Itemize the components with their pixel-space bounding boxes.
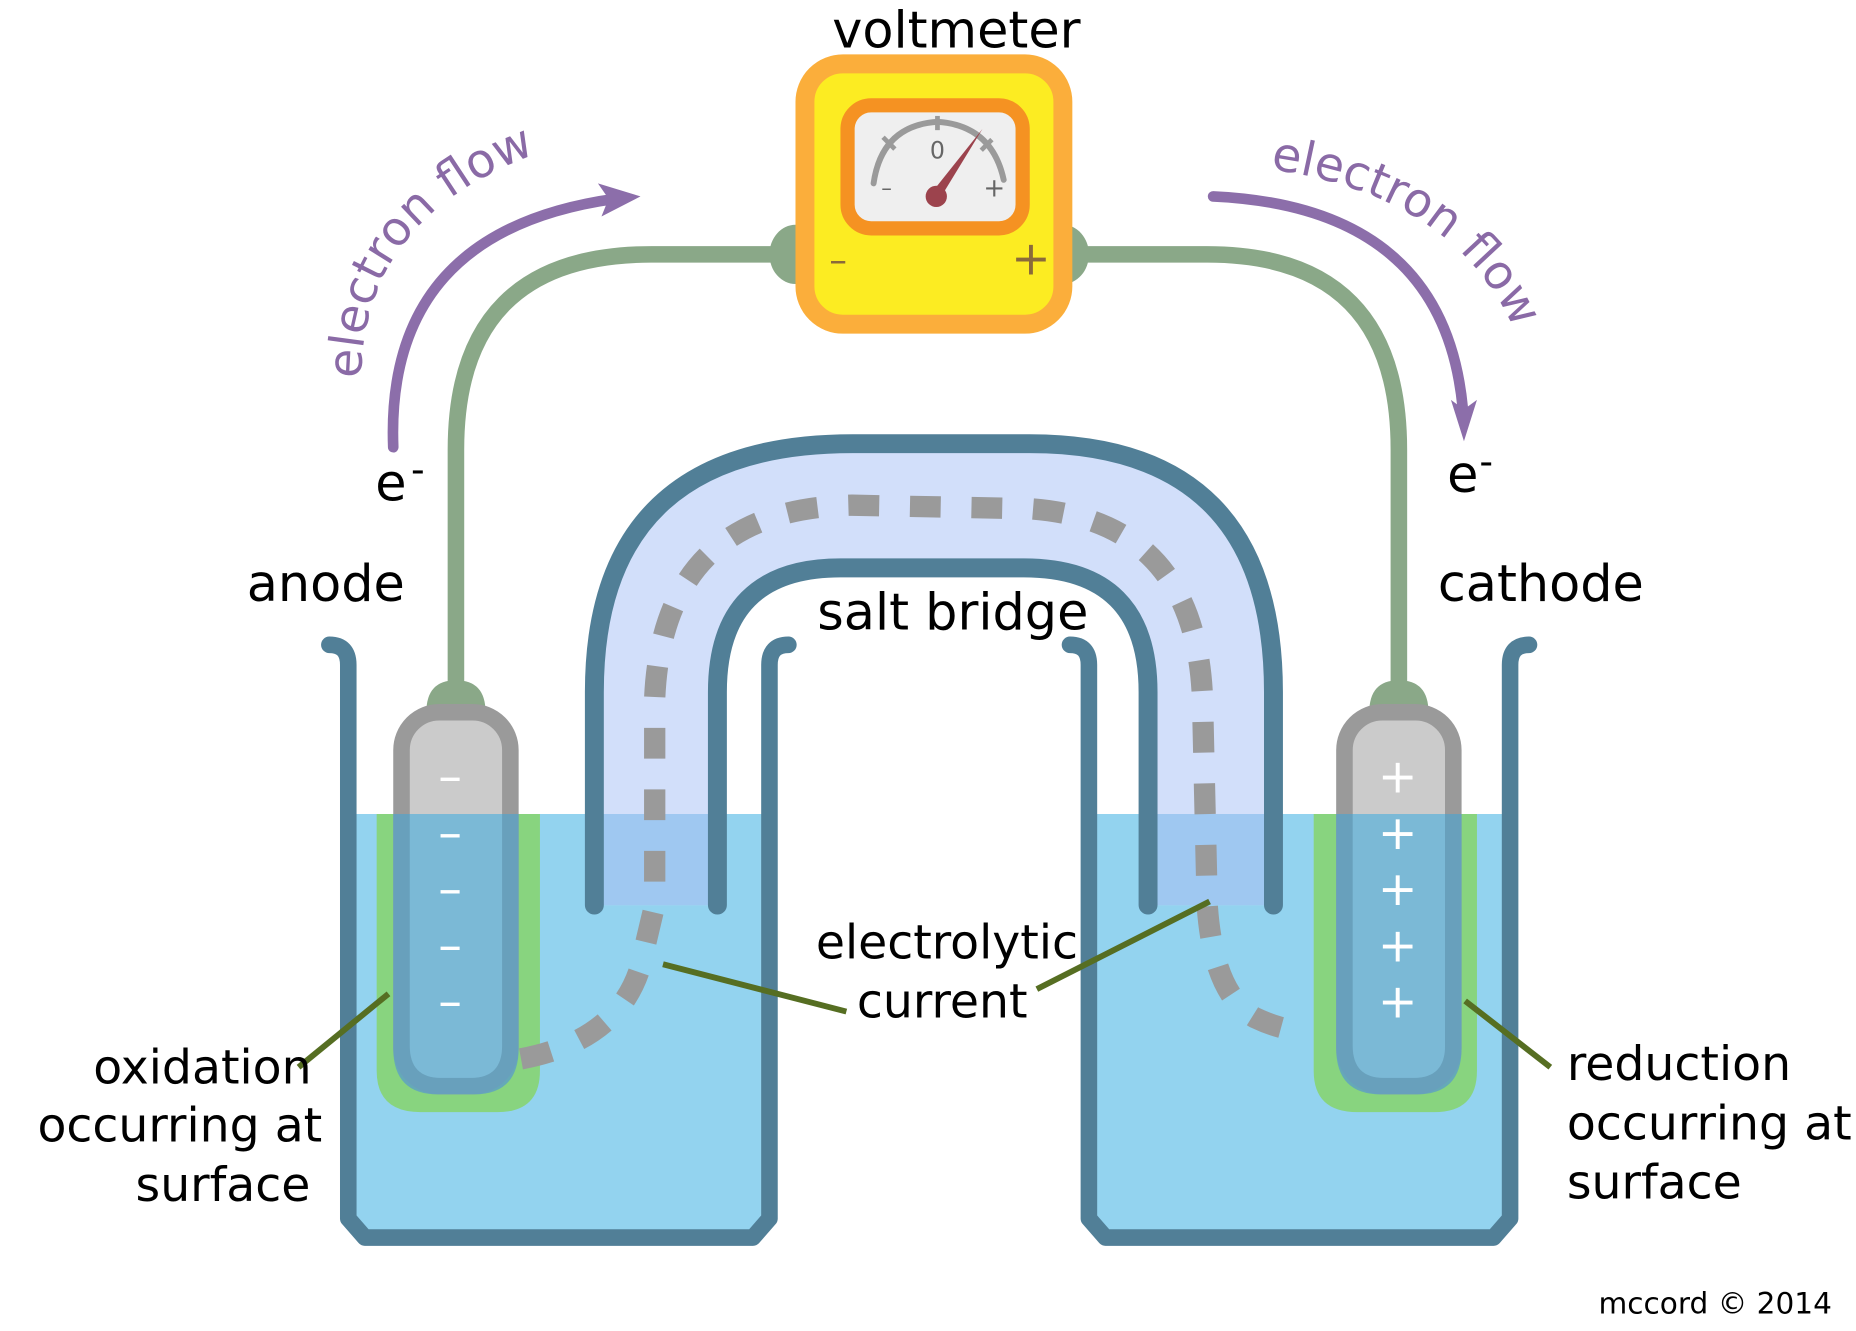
oxidation-leader-line [296,991,391,1070]
left-beaker-wall [321,636,797,1246]
right-beaker-wall [1061,636,1538,1246]
terminal-minus-label: – [829,240,847,281]
electron-right: e [1447,445,1478,504]
electrolytic-current-label-2: current [857,974,1028,1029]
cathode-charges: +++++ [1378,750,1418,1030]
anode-charge-sign: – [438,974,462,1029]
cathode-label: cathode [1438,554,1644,613]
dial-label-minus: – [881,176,892,201]
salt-bridge [584,434,1283,915]
voltmeter-needle-pivot [925,185,947,208]
dial-label-zero: 0 [930,137,945,165]
terminal-plus-label: + [1011,231,1051,286]
electron-flow-right-arrow [1207,191,1469,414]
electron-flow-right: electron flow [1207,127,1553,442]
anode-submerged-inner [409,813,503,1078]
anode-label: anode [247,554,405,613]
current-leader-right [1035,898,1211,992]
cathode-electrode: +++++ [1336,680,1462,1095]
reduction-label-1: reduction [1567,1037,1791,1092]
electron-symbol-left: e - [375,448,424,513]
electron-flow-left-arrowhead [597,183,641,217]
reduction-label-2: occurring at [1567,1096,1852,1151]
cathode-charge-sign: + [1378,806,1418,861]
dial-label-plus: + [983,173,1005,203]
oxidation-label-3: surface [136,1158,311,1213]
voltmeter: – 0 + – + [769,54,1089,334]
anode-charge-sign: – [438,862,462,917]
cathode-charge-sign: + [1378,750,1418,805]
salt-bridge-outer-wall [584,434,1283,915]
cathode-submerged-inner [1352,813,1446,1078]
electron-flow-left-arrow [387,193,621,453]
electron-left-charge: - [411,448,425,492]
dial-tick-right [979,137,994,152]
anode-charge-sign: – [438,918,462,973]
voltmeter-needle [931,128,983,199]
salt-bridge-label: salt bridge [817,582,1088,641]
reduction-leader-line [1463,998,1553,1070]
oxidation-label-2: occurring at [37,1099,322,1154]
cathode-charge-sign: + [1378,974,1418,1029]
dial-tick-left [881,135,897,151]
credit-text: mccord © 2014 [1599,1286,1832,1320]
cathode-wire [1071,246,1408,687]
anode-electrode: ––––– [393,680,519,1095]
electron-left: e [375,453,406,512]
anode-charge-sign: – [438,750,462,805]
salt-bridge-inner-wall [707,558,1158,915]
anode-wire [447,246,788,687]
anode-charges: ––––– [438,750,462,1030]
electron-flow-left: electron flow [318,114,641,453]
salt-bridge-fill [594,443,1274,906]
current-leader-left [662,961,848,1015]
electron-symbol-right: e - [1447,439,1493,504]
cathode-charge-sign: + [1378,862,1418,917]
reduction-label-3: surface [1567,1155,1742,1210]
electrolytic-current-label-1: electrolytic [816,915,1078,970]
electron-flow-left-label: electron flow [318,114,540,379]
electron-right-charge: - [1479,439,1493,483]
electron-flow-right-label: electron flow [1268,127,1552,335]
voltmeter-title: voltmeter [832,0,1080,59]
anode-charge-sign: – [438,806,462,861]
electron-flow-right-arrowhead [1450,399,1477,442]
cathode-charge-sign: + [1378,918,1418,973]
oxidation-label-1: oxidation [93,1041,311,1096]
